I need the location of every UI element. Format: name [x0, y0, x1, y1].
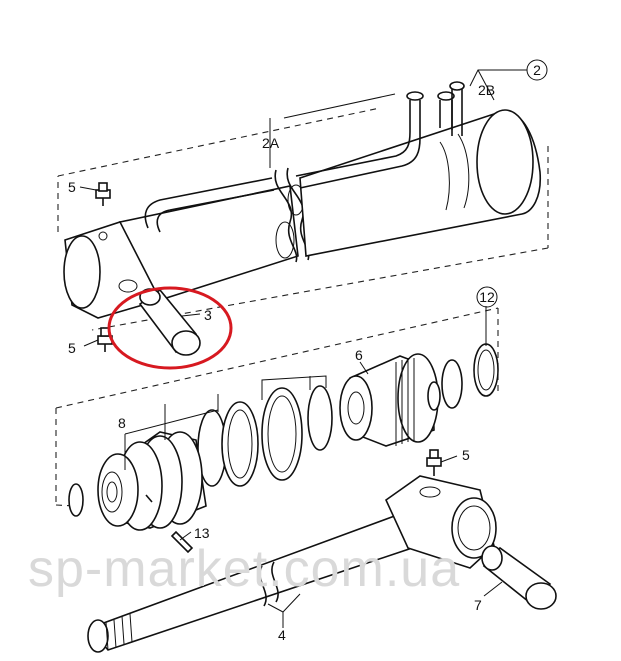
callout-3-label: 3	[204, 307, 212, 323]
highlight-circle	[107, 286, 233, 370]
pin-13	[170, 530, 194, 554]
oil-pipe-2b	[437, 81, 465, 136]
callout-2-label: 2	[533, 62, 541, 78]
callout-5-left-label: 5	[68, 340, 76, 356]
grease-nipple-top	[95, 182, 111, 206]
callout-7-label: 7	[474, 597, 482, 613]
callout-4-label: 4	[278, 627, 286, 643]
seal-kit-frame	[55, 307, 499, 507]
callout-12: 12	[476, 286, 498, 308]
grease-nipple-rod	[426, 449, 442, 476]
piston-6	[339, 353, 441, 447]
callout-5-top-label: 5	[68, 179, 76, 195]
cylinder-assembly-frame	[57, 107, 549, 331]
callout-8-label: 8	[118, 415, 126, 431]
bushing-3	[138, 288, 201, 356]
oil-pipe-2a	[144, 91, 424, 233]
callout-2a-label: 2A	[262, 135, 280, 151]
callout-6-label: 6	[355, 347, 363, 363]
cylinder-barrel	[63, 109, 542, 319]
bushing-7	[481, 545, 557, 610]
gland-8	[97, 431, 207, 531]
callout-13-label: 13	[194, 525, 210, 541]
callout-12-label: 12	[479, 289, 495, 305]
callout-2: 2	[526, 59, 548, 81]
watermark-text: sp-market.com.ua	[28, 540, 460, 598]
leader-lines	[79, 69, 527, 628]
callout-5-rod-label: 5	[462, 447, 470, 463]
callout-2b-label: 2B	[478, 82, 495, 98]
